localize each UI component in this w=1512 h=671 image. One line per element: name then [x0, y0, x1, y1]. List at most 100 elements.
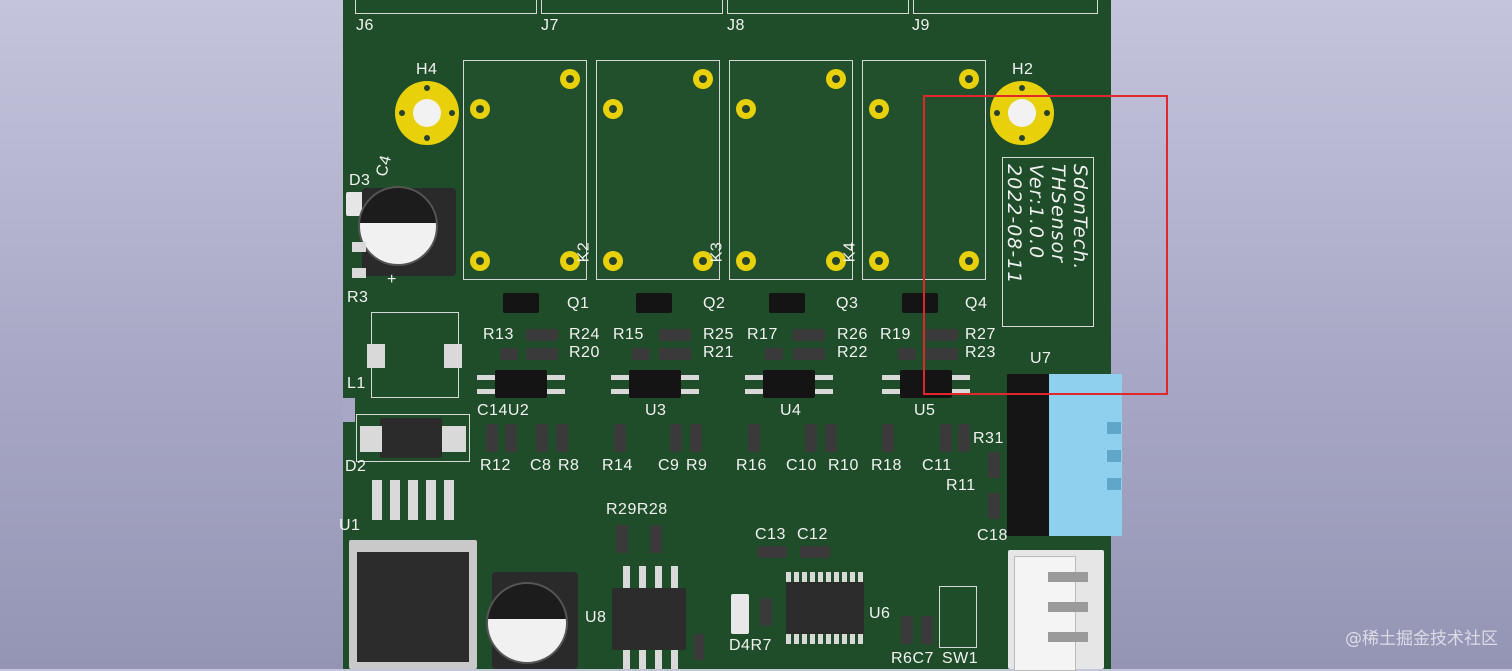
label-r20: R20	[569, 344, 600, 361]
label-r13: R13	[483, 326, 514, 343]
capacitor-c13	[757, 546, 787, 558]
connector-right	[1008, 550, 1104, 671]
mounting-hole-h4	[395, 81, 459, 145]
mounting-hole-h2	[990, 81, 1054, 145]
label-r21: R21	[703, 344, 734, 361]
label-r17: R17	[747, 326, 778, 343]
label-r22: R22	[837, 344, 868, 361]
label-d4r7: D4R7	[729, 637, 772, 654]
ic-u6	[786, 582, 864, 634]
transistor-q4	[902, 293, 938, 313]
label-r16: R16	[736, 457, 767, 474]
diode-d2-outline	[356, 414, 470, 462]
label-r12: R12	[480, 457, 511, 474]
board-name-text: SdonTech.	[1069, 164, 1091, 271]
passive-near-u8	[694, 634, 704, 660]
label-u5: U5	[914, 402, 936, 419]
regulator-u1	[349, 540, 477, 669]
board-product-text: THSensor	[1047, 164, 1069, 264]
label-q3: Q3	[836, 295, 859, 312]
capacitor-c12	[800, 546, 830, 558]
watermark: @稀土掘金技术社区	[1345, 629, 1498, 649]
label-k4: K4	[841, 241, 859, 263]
label-r25: R25	[703, 326, 734, 343]
label-r26: R26	[837, 326, 868, 343]
connector-j8	[727, 0, 909, 14]
label-sw1: SW1	[942, 650, 979, 667]
label-r10: R10	[828, 457, 859, 474]
label-c12: C12	[797, 526, 828, 543]
board-info-block: SdonTech. THSensor Ver:1.0.0 2022-08-11	[1002, 157, 1094, 327]
label-r18: R18	[871, 457, 902, 474]
capacitor-c-bottom	[486, 572, 578, 669]
label-c8: C8	[530, 457, 552, 474]
label-c10: C10	[786, 457, 817, 474]
led-d4	[731, 594, 749, 634]
label-r15: R15	[613, 326, 644, 343]
label-r23: R23	[965, 344, 996, 361]
label-c14u2: C14U2	[477, 402, 530, 419]
diode-d2	[380, 418, 442, 458]
label-q1: Q1	[567, 295, 590, 312]
label-r24: R24	[569, 326, 600, 343]
switch-sw1[interactable]	[939, 586, 977, 648]
sensor-u7	[1007, 374, 1122, 536]
label-k3: K3	[708, 241, 726, 263]
resistor-r28	[650, 525, 662, 553]
highlight-rectangle	[923, 95, 1168, 395]
resistor-r29	[616, 525, 628, 553]
relay-k2	[596, 60, 720, 280]
board-date-text: 2022-08-11	[1003, 164, 1025, 285]
label-q4: Q4	[965, 295, 988, 312]
label-u4: U4	[780, 402, 802, 419]
transistor-q2	[636, 293, 672, 313]
ic-u8	[612, 588, 686, 650]
label-h4: H4	[416, 61, 438, 78]
label-u3: U3	[645, 402, 667, 419]
label-h2: H2	[1012, 61, 1034, 78]
label-r19: R19	[880, 326, 911, 343]
label-l1: L1	[347, 375, 366, 392]
label-c9: C9	[658, 457, 680, 474]
label-c13: C13	[755, 526, 786, 543]
connector-j6	[355, 0, 537, 14]
label-r9: R9	[686, 457, 708, 474]
optocoupler-u3	[629, 370, 681, 398]
label-r29r28: R29R28	[606, 501, 668, 518]
label-j7: J7	[541, 17, 559, 34]
plus-mark: +	[387, 271, 397, 288]
connector-j7	[541, 0, 723, 14]
label-r3: R3	[347, 289, 369, 306]
capacitor-c4	[358, 186, 456, 276]
relay-k3	[729, 60, 853, 280]
label-r27: R27	[965, 326, 996, 343]
label-j9: J9	[912, 17, 930, 34]
label-u8: U8	[585, 609, 607, 626]
capacitor-c7	[921, 616, 933, 644]
optocoupler-u2	[495, 370, 547, 398]
connector-j9	[913, 0, 1098, 14]
optocoupler-u4	[763, 370, 815, 398]
label-r31: R31	[973, 430, 1004, 447]
transistor-q3	[769, 293, 805, 313]
board-notch	[343, 398, 355, 422]
label-r8: R8	[558, 457, 580, 474]
label-d3: D3	[349, 172, 371, 189]
label-c11: C11	[922, 457, 952, 474]
label-u7: U7	[1030, 350, 1052, 367]
label-r14: R14	[602, 457, 633, 474]
label-c18: C18	[977, 527, 1008, 544]
label-r11: R11	[946, 477, 976, 494]
label-u1: U1	[339, 517, 361, 534]
label-k2: K2	[575, 241, 593, 263]
label-j6: J6	[356, 17, 374, 34]
resistor-r6	[901, 616, 913, 644]
label-q2: Q2	[703, 295, 726, 312]
resistor-r7	[760, 598, 772, 626]
transistor-q1	[503, 293, 539, 313]
label-r6c7: R6C7	[891, 650, 934, 667]
label-u6: U6	[869, 605, 891, 622]
label-d2: D2	[345, 458, 367, 475]
board-version-text: Ver:1.0.0	[1025, 164, 1047, 260]
relay-k1	[463, 60, 587, 280]
